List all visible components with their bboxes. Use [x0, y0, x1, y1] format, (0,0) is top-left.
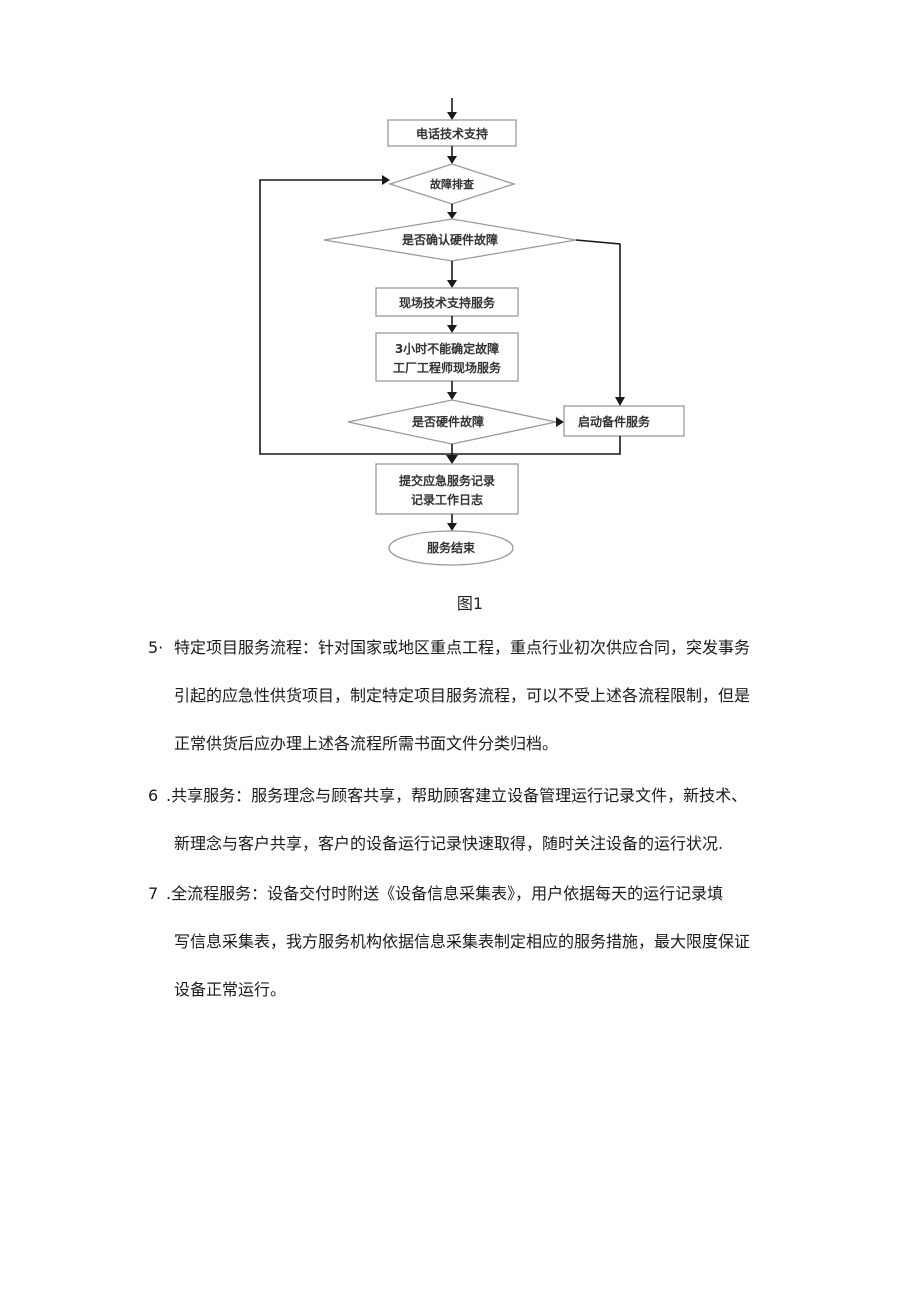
list-item-text-line: 写信息采集表，我方服务机构依据信息采集表制定相应的服务措施，最大限度保证 [174, 932, 751, 951]
node-is-hardware-label: 是否硬件故障 [411, 414, 484, 429]
arrowhead-submit-to-end [447, 523, 457, 531]
list-item-number: 7 [148, 884, 159, 903]
list-item-text-line: 正常供货后应办理上述各流程所需书面文件分类归档。 [174, 734, 559, 753]
node-phone-support-label: 电话技术支持 [416, 126, 488, 141]
list-item-text-line: 特定项目服务流程：针对国家或地区重点工程，重点行业初次供应合同，突发事务 [174, 638, 751, 657]
connector-spare-to-join [452, 436, 621, 455]
arrowhead-is-hardware-to-spare [556, 417, 564, 427]
list-item-7: 7 .全流程服务：设备交付时附送《设备信息采集表》，用户依据每天的运行记录填 写… [148, 870, 848, 1014]
node-submit-record-label-2: 记录工作日志 [411, 492, 483, 507]
list-item-text-line: .全流程服务：设备交付时附送《设备信息采集表》，用户依据每天的运行记录填 [166, 884, 724, 903]
arrowhead-loop-to-diagnosis [382, 175, 390, 185]
arrowhead-confirm-to-onsite [447, 280, 457, 288]
node-onsite-support [375, 287, 519, 317]
list-item-number: 5· [148, 638, 164, 657]
arrowhead-diagnosis-to-confirm [447, 212, 457, 219]
connector-loop-to-diagnosis [259, 179, 452, 455]
node-onsite-support-label: 现场技术支持服务 [399, 295, 496, 310]
node-submit-record [375, 463, 519, 515]
node-service-end [388, 530, 514, 566]
node-three-hour [375, 332, 519, 382]
node-service-end-label: 服务结束 [427, 540, 476, 555]
list-item-text-line: 引起的应急性供货项目，制定特定项目服务流程，可以不受上述各流程限制，但是 [174, 686, 751, 705]
connector-confirm-to-spare [575, 239, 621, 398]
arrowhead-is-hardware-to-submit [446, 455, 458, 464]
list-item-text-line: 新理念与客户共享，客户的设备运行记录快速取得，随时关注设备的运行状况. [174, 834, 724, 853]
flowchart-diagram: 电话技术支持 故障排查 是否确认硬件故障 现场技术支持服务 3小时不能确定故障 … [259, 98, 685, 566]
entry-arrowhead [447, 112, 457, 120]
list-item-5: 5· 特定项目服务流程：针对国家或地区重点工程，重点行业初次供应合同，突发事务 … [148, 624, 848, 768]
list-item-6: 6 .共享服务：服务理念与顾客共享，帮助顾客建立设备管理运行记录文件，新技术、 … [148, 772, 848, 868]
list-item-text-line: 设备正常运行。 [174, 980, 287, 999]
arrowhead-three-hour-to-is-hardware [447, 392, 457, 400]
node-confirm-hardware-label: 是否确认硬件故障 [401, 232, 498, 247]
list-item-number: 6 [148, 786, 159, 805]
list-item-text-line: .共享服务：服务理念与顾客共享，帮助顾客建立设备管理运行记录文件，新技术、 [166, 786, 748, 805]
node-fault-diagnosis-label: 故障排查 [430, 177, 474, 191]
node-spare-service [563, 405, 685, 437]
arrowhead-onsite-to-three-hour [447, 325, 457, 333]
arrowhead-confirm-to-spare [615, 397, 625, 406]
node-three-hour-label-2: 工厂工程师现场服务 [393, 360, 502, 375]
node-submit-record-label-1: 提交应急服务记录 [399, 473, 495, 488]
node-three-hour-label-1: 3小时不能确定故障 [395, 341, 499, 356]
arrowhead-phone-to-diagnosis [447, 156, 457, 164]
node-fault-diagnosis [387, 163, 517, 205]
node-spare-service-label: 启动备件服务 [578, 414, 651, 429]
figure-caption: 图1 [456, 594, 484, 613]
